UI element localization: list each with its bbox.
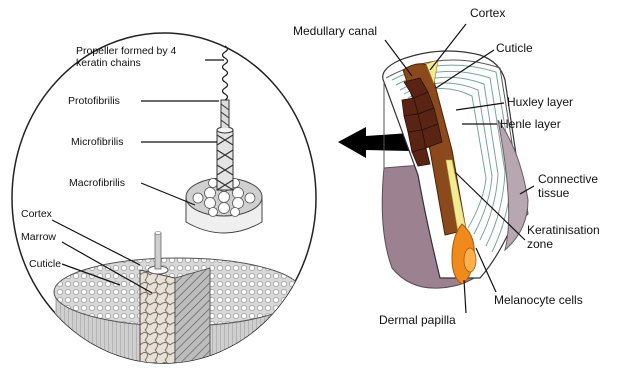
- small-fiber: [155, 233, 161, 269]
- label-macrofibrilis: Macrofibrilis: [69, 177, 125, 189]
- cortex-cutaway: [140, 270, 175, 368]
- label-protofibrilis: Protofibrilis: [68, 95, 120, 107]
- protofibril: [221, 100, 229, 128]
- label-left-cuticle: Cuticle: [29, 258, 61, 270]
- label-propeller: Propeller formed by 4 keratin chains: [76, 45, 208, 69]
- label-right-cuticle: Cuticle: [496, 41, 533, 55]
- label-henle-layer: Henle layer: [500, 117, 561, 131]
- microfibril: [217, 127, 233, 190]
- label-left-cortex: Cortex: [21, 208, 52, 220]
- label-dermal-papilla: Dermal papilla: [379, 313, 456, 327]
- melanocyte-cells-blob: [464, 248, 476, 272]
- label-keratinisation-zone: Keratinisation zone: [527, 223, 622, 251]
- label-right-cortex: Cortex: [470, 6, 505, 20]
- label-marrow: Marrow: [21, 231, 56, 243]
- label-microfibrilis: Microfibrilis: [71, 136, 124, 148]
- leader-dermal-papilla: [464, 280, 466, 313]
- left-panel: [12, 33, 316, 368]
- label-melanocyte-cells: Melanocyte cells: [494, 293, 583, 307]
- label-connective-tissue: Connective tissue: [538, 172, 620, 200]
- direction-arrow: [338, 127, 410, 158]
- label-huxley-layer: Huxley layer: [507, 95, 573, 109]
- hair-follicle: [382, 51, 528, 288]
- label-medullary-canal: Medullary canal: [293, 24, 377, 38]
